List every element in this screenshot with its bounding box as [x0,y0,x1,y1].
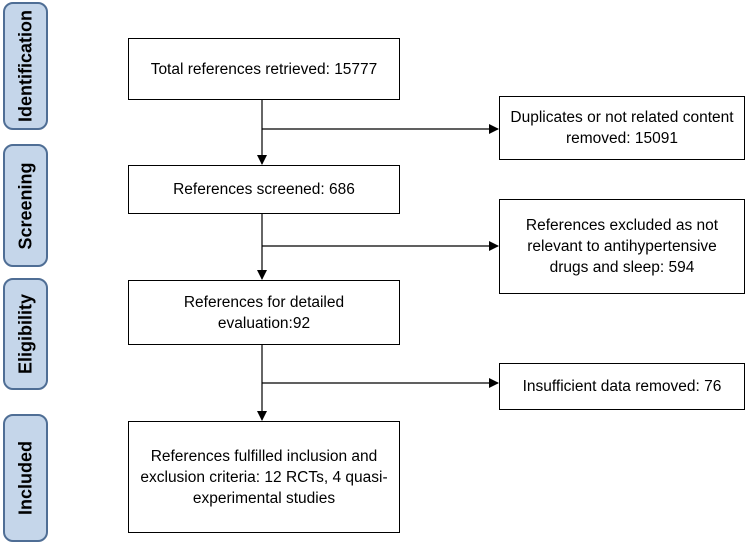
stage-included: Included [3,414,48,542]
box-references-excluded: References excluded as not relevant to a… [499,199,745,294]
box-total-retrieved: Total references retrieved: 15777 [128,38,400,100]
box-references-screened: References screened: 686 [128,165,400,214]
stage-eligibility: Eligibility [3,278,48,390]
box-insufficient-data: Insufficient data removed: 76 [499,363,745,410]
box-detailed-evaluation: References for detailed evaluation:92 [128,280,400,345]
box-included-studies: References fulfilled inclusion and exclu… [128,421,400,533]
stage-screening: Screening [3,144,48,267]
box-duplicates-removed: Duplicates or not related content remove… [499,96,745,160]
stage-identification: Identification [3,2,48,130]
